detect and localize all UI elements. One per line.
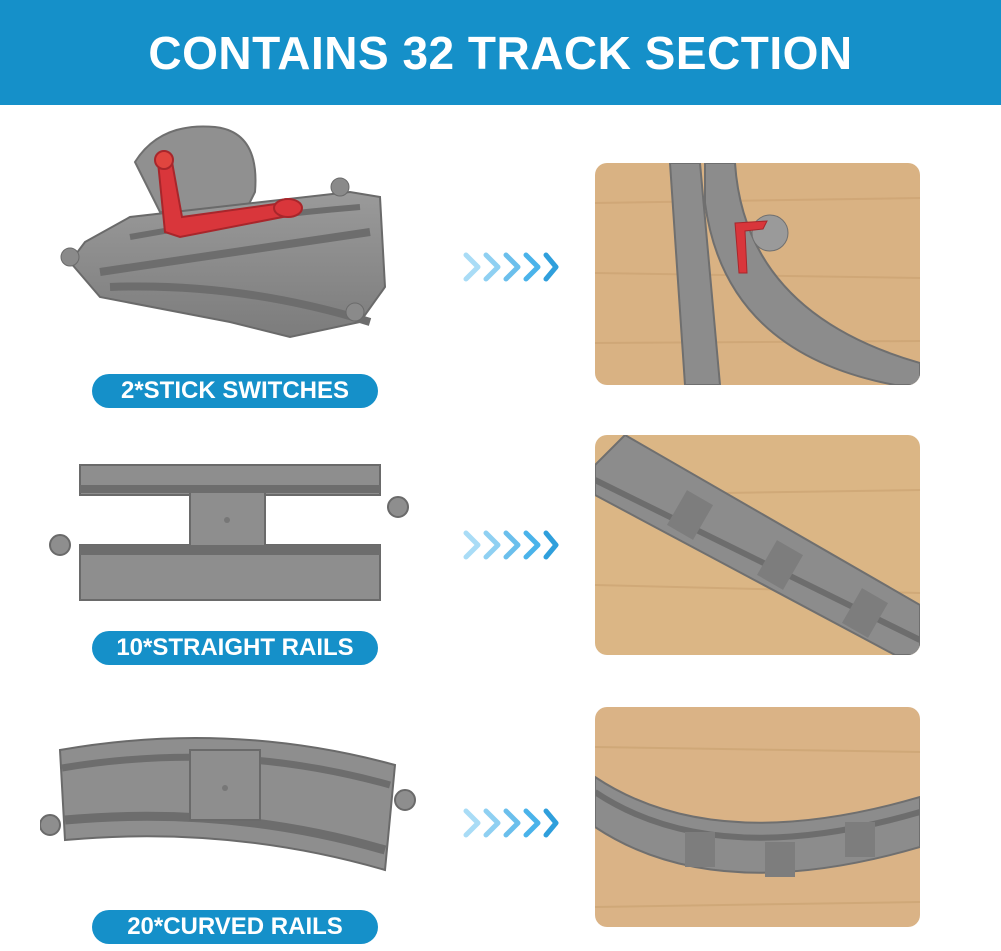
straight-rail-image	[40, 455, 420, 615]
switch-track-image	[40, 122, 420, 352]
switches-label: 2*STICK SWITCHES	[92, 374, 378, 408]
chevron-right-icon	[462, 247, 562, 287]
curved-rails-photo	[595, 707, 920, 927]
header-banner: CONTAINS 32 TRACK SECTION	[0, 0, 1001, 105]
straight-rails-photo	[595, 435, 920, 655]
switch-track-photo	[595, 163, 920, 385]
straight-rails-label: 10*STRAIGHT RAILS	[92, 631, 378, 665]
curved-rails-label: 20*CURVED RAILS	[92, 910, 378, 944]
page-title: CONTAINS 32 TRACK SECTION	[148, 26, 853, 79]
curved-rail-image	[39, 730, 420, 890]
chevron-right-icon	[462, 803, 562, 843]
chevron-right-icon	[462, 525, 562, 565]
